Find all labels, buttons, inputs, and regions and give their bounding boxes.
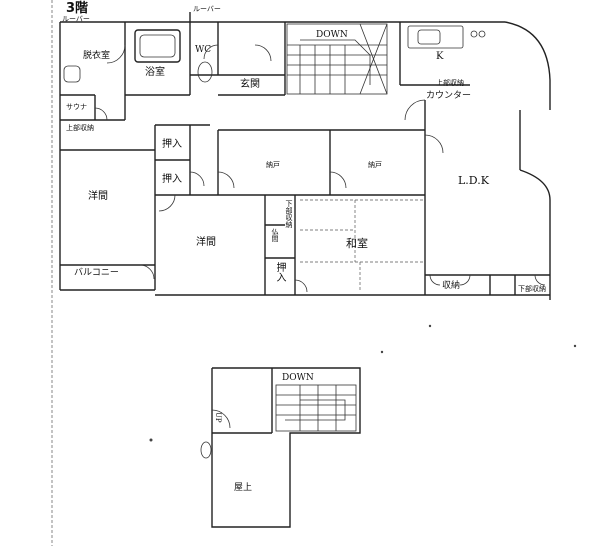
main-floor-outline [59, 12, 551, 300]
storage-ldk-label: 収納 [442, 281, 461, 291]
balcony-label: バルコニー [74, 268, 119, 278]
down-top-label: DOWN [316, 30, 348, 40]
japanese-room-label: 和室 [346, 237, 368, 250]
up-roof-label: UP [214, 412, 222, 423]
upper-cabinet-k-label: 上部収納 [436, 79, 464, 87]
tatami-lines [300, 199, 425, 292]
down-roof-label: DOWN [282, 373, 314, 383]
ldk-label: L.D.K [458, 174, 489, 187]
floor-title: 3階 [66, 1, 89, 16]
tokonoma-side-label: 仏間 [271, 228, 279, 242]
main-staircase [286, 23, 388, 95]
scan-marks [149, 324, 577, 442]
lower-closet-label: 下部収納 [285, 200, 293, 228]
counter-label: カウンター [426, 91, 472, 101]
roof-floor-outline [200, 367, 361, 528]
storage-2-label: 納戸 [368, 161, 382, 169]
closet-2-label: 押入 [162, 174, 182, 185]
louver-left-label: ルーバー [62, 15, 90, 23]
dressing-room-label: 脱衣室 [83, 51, 111, 61]
entrance-label: 玄関 [240, 79, 260, 90]
door-swings [94, 44, 546, 293]
kitchen-label: K [436, 51, 444, 62]
wc-label: WC [195, 45, 212, 55]
louver-top-label: ルーバー [193, 5, 221, 13]
upper-cabinet-left-label: 上部収納 [66, 124, 94, 132]
lower-storage-right-label: 下部収納 [518, 285, 546, 293]
closet-1-label: 押入 [162, 139, 182, 150]
bath-label: 浴室 [145, 67, 165, 78]
western-room-left-label: 洋間 [88, 191, 108, 202]
closet-3-label: 押入 [274, 262, 285, 282]
rooftop-label: 屋上 [234, 483, 253, 493]
western-room-center-label: 洋間 [196, 237, 216, 248]
fixtures [63, 25, 486, 83]
interior-walls [60, 22, 550, 295]
sauna-label: サウナ [66, 103, 87, 111]
storage-1-label: 納戸 [266, 161, 280, 169]
